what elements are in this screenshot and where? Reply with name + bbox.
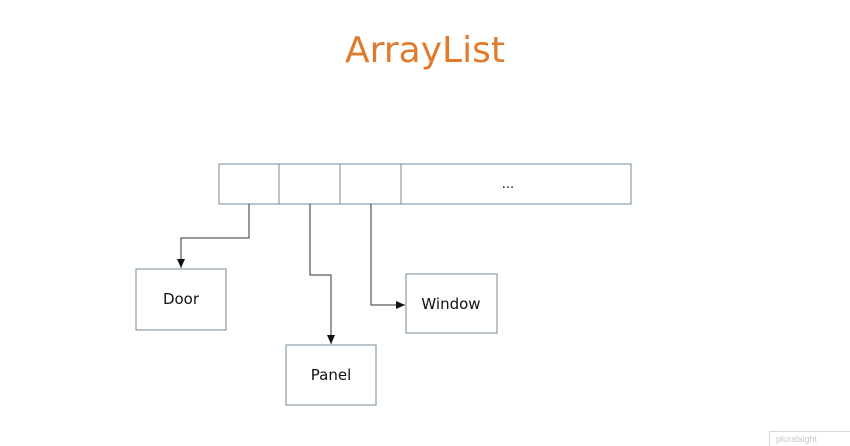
connector-panel — [309, 204, 335, 344]
array-cell-0 — [218, 163, 280, 205]
door-label: Door — [163, 290, 200, 308]
array-cell-1 — [278, 163, 341, 205]
door-box — [135, 268, 227, 331]
connector-door — [177, 204, 250, 268]
object-door: Door — [135, 268, 227, 331]
array-row: ... — [218, 163, 632, 205]
array-cell-rest — [400, 163, 632, 205]
array-ellipsis: ... — [502, 177, 514, 192]
window-box — [405, 273, 498, 334]
pluralsight-watermark: pluralsight — [769, 431, 850, 446]
window-label: Window — [421, 295, 480, 313]
panel-label: Panel — [311, 366, 351, 384]
object-window: Window — [405, 273, 498, 334]
connector-window — [370, 204, 405, 309]
diagram-title: ArrayList — [345, 30, 505, 71]
object-panel: Panel — [285, 344, 377, 406]
panel-box — [285, 344, 377, 406]
array-cell-2 — [339, 163, 402, 205]
